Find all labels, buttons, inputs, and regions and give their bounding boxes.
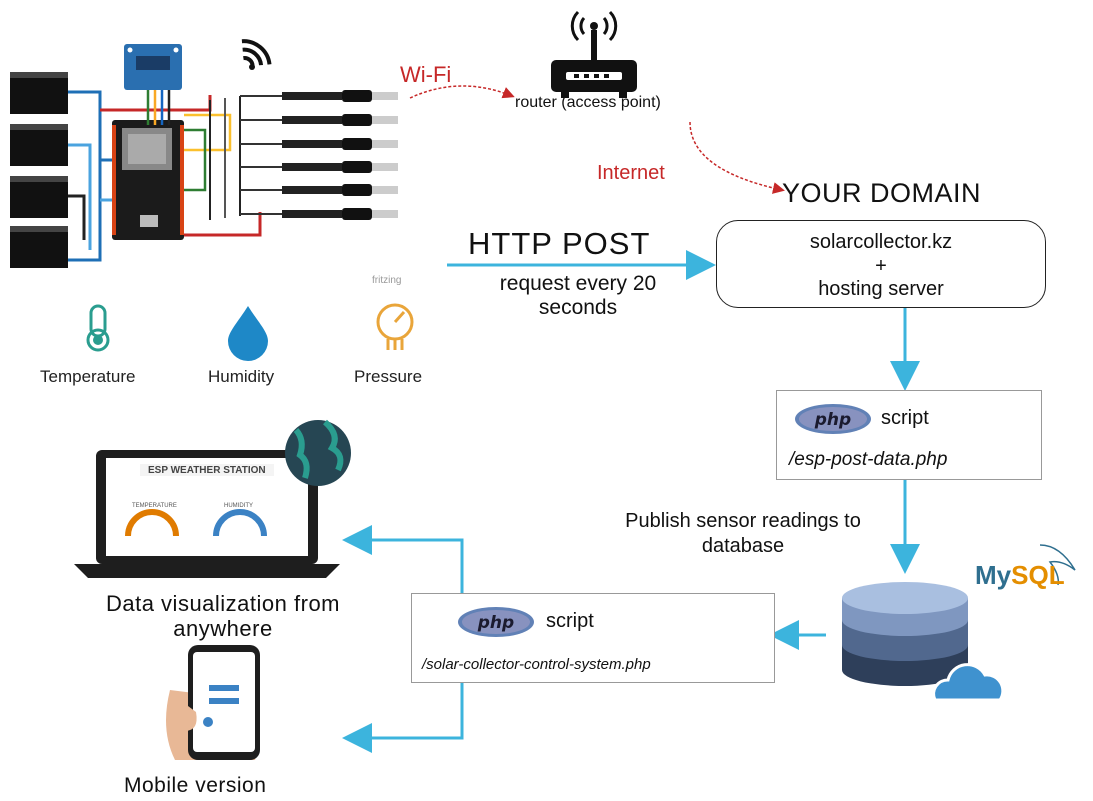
laptop-gauge-label-humidity: HUMIDITY <box>224 503 253 509</box>
http-post-label: HTTP POST <box>468 226 651 261</box>
laptop-gauge-label-temperature: TEMPERATURE <box>132 503 177 509</box>
php-script-path: /esp-post-data.php <box>789 449 948 470</box>
router-icon <box>551 10 637 98</box>
php-script-label: script <box>546 610 594 632</box>
globe-icon <box>285 419 351 486</box>
circuit-diagram <box>10 44 398 268</box>
mysql-sql-text: SQL <box>1011 560 1065 590</box>
server-domain: solarcollector.kz <box>809 231 953 253</box>
cloud-icon <box>932 663 1005 702</box>
php-logo-text: php <box>477 613 514 633</box>
sensor-label-humidity: Humidity <box>208 367 275 386</box>
internet-arrow <box>689 121 785 194</box>
php-script-label: script <box>881 407 929 429</box>
php-logo-icon: php <box>458 607 534 637</box>
php-script-path: /solar-collector-control-system.php <box>422 656 651 673</box>
thermometer-icon <box>86 304 110 352</box>
relay-module-1 <box>10 72 68 114</box>
php-script-top-box: php script /esp-post-data.php <box>776 390 1042 480</box>
mysql-dolphin-icon <box>1039 544 1076 586</box>
server-plus: + <box>875 255 887 277</box>
relay-module-2 <box>10 124 68 166</box>
fritzing-label: fritzing <box>372 275 402 286</box>
relay-module-3 <box>10 176 68 218</box>
mobile-phone-icon <box>166 645 260 760</box>
mysql-logo: MySQL <box>975 560 1065 591</box>
wifi-arrow <box>409 85 515 99</box>
relay-module-4 <box>10 226 68 268</box>
request-interval-label: request every 20 seconds <box>499 272 657 319</box>
sensor-label-pressure: Pressure <box>354 367 423 386</box>
hosting-server-box: solarcollector.kz + hosting server <box>716 220 1046 308</box>
data-visualization-label: Data visualization from anywhere <box>105 591 341 641</box>
laptop-screen-title: ESP WEATHER STATION <box>148 465 266 476</box>
mysql-my-text: My <box>975 560 1012 590</box>
database-icon <box>842 582 968 686</box>
domain-label: YOUR DOMAIN <box>782 178 982 208</box>
mobile-version-label: Mobile version <box>124 774 267 797</box>
php-to-laptop-arrow <box>342 525 464 594</box>
router-label: router (access point) <box>515 94 661 111</box>
wifi-icon <box>241 39 272 70</box>
droplet-icon <box>228 306 268 361</box>
php-script-bottom-box: php script /solar-collector-control-syst… <box>411 593 775 683</box>
publish-label: Publish sensor readings to database <box>625 510 861 557</box>
laptop-icon <box>74 450 340 578</box>
php-logo-icon: php <box>795 404 871 434</box>
php-to-mobile-arrow <box>342 682 464 753</box>
temperature-probes <box>240 90 398 220</box>
sensor-label-temperature: Temperature <box>40 367 136 386</box>
server-hosting: hosting server <box>818 278 944 300</box>
internet-label: Internet <box>597 162 665 184</box>
gauge-icon <box>376 303 414 350</box>
php-logo-text: php <box>814 410 851 430</box>
wifi-label: Wi-Fi <box>400 62 452 87</box>
